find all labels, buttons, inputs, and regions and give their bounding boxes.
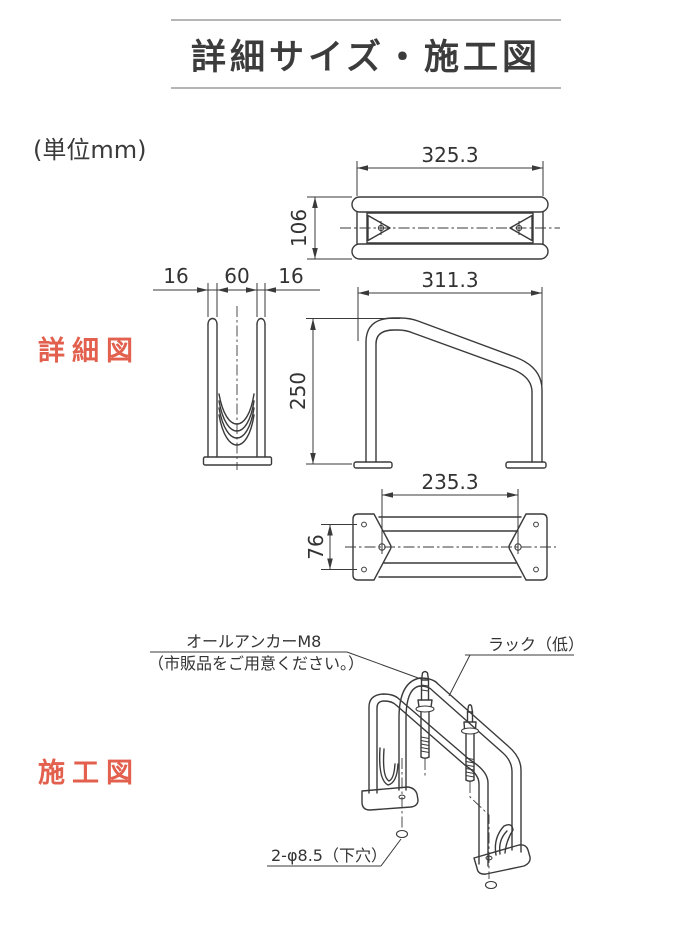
top-view-drawing: 325.3 106 (287, 143, 560, 260)
page-title: 詳細サイズ・施工図 (171, 19, 561, 89)
dim-front-height: 250 (286, 372, 310, 410)
dim-bottom-height: 76 (304, 534, 328, 559)
pilot-hole-leader-line (380, 838, 402, 867)
bottom-view-drawing: 235.3 76 (304, 470, 556, 581)
detail-section-label: 詳細図 (38, 336, 140, 367)
rack-label: ラック（低） (488, 635, 584, 654)
install-section-label: 施工図 (38, 758, 140, 789)
dim-front-width: 311.3 (421, 268, 478, 292)
unit-note: (単位mm) (33, 136, 147, 164)
dim-side-right: 16 (278, 264, 303, 288)
dim-side-center: 60 (224, 264, 249, 288)
dim-top-width: 325.3 (421, 143, 478, 167)
anchor-leader-line (346, 651, 422, 680)
rack-leader-line (448, 654, 471, 697)
right-wheel-guide (494, 823, 514, 856)
ground-hole-right (484, 880, 498, 890)
right-foot-plate (473, 844, 531, 875)
pilot-hole-label: 2-φ8.5（下穴） (271, 846, 387, 865)
anchor-note: （市販品をご用意ください。） (148, 654, 364, 673)
dim-top-height: 106 (287, 209, 311, 247)
anchor-bolt-right (460, 704, 480, 782)
dim-bottom-width: 235.3 (421, 470, 478, 494)
dim-side-left: 16 (163, 264, 188, 288)
left-foot-plate (361, 786, 419, 811)
anchor-bolt-left (415, 670, 435, 759)
side-view-drawing: 16 60 16 (153, 264, 320, 470)
anchor-label: オールアンカーM8 (186, 632, 321, 651)
left-wheel-guide (378, 747, 399, 786)
ground-hole-left (395, 829, 409, 839)
front-view-drawing: 311.3 250 (286, 268, 547, 469)
installation-drawing: オールアンカーM8 （市販品をご用意ください。） ラック（低） (148, 632, 584, 890)
